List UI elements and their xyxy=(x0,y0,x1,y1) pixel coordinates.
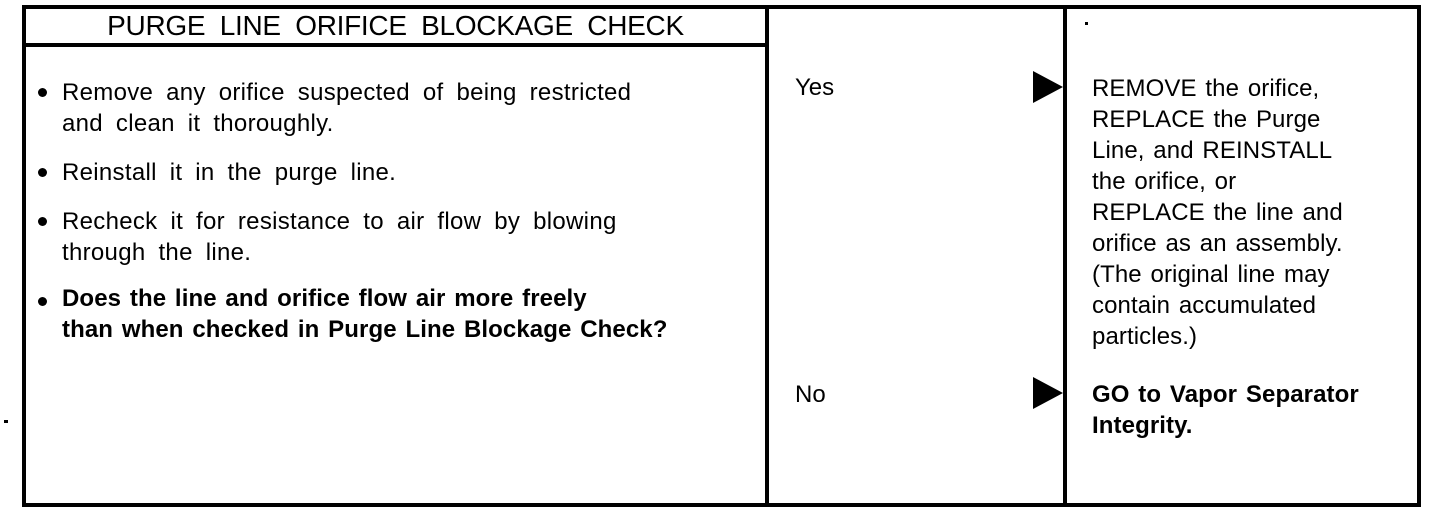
bullet-icon xyxy=(38,217,47,226)
step-text: Recheck it for resistance to air flow by… xyxy=(62,208,617,266)
page-title: PURGE LINE ORIFICE BLOCKAGE CHECK xyxy=(107,10,684,41)
bullet-icon xyxy=(38,168,47,177)
no-action-text: GO to Vapor Separator Integrity. xyxy=(1092,381,1359,439)
step-text: Reinstall it in the purge line. xyxy=(62,159,397,186)
table-title-cell: PURGE LINE ORIFICE BLOCKAGE CHECK xyxy=(26,9,765,47)
answer-yes-label: Yes xyxy=(795,74,835,101)
column-divider-right xyxy=(1063,5,1067,507)
step-question-text: Does the line and orifice flow air more … xyxy=(62,285,668,343)
diagnostic-table-frame xyxy=(22,5,1421,507)
yes-action-text: REMOVE the orifice, REPLACE the Purge Li… xyxy=(1092,75,1343,350)
step-item-question: Does the line and orifice flow air more … xyxy=(38,283,753,345)
column-divider-left xyxy=(765,5,769,507)
step-item: Recheck it for resistance to air flow by… xyxy=(38,206,753,268)
no-arrow-icon xyxy=(1033,377,1063,409)
scan-speck xyxy=(4,420,8,423)
step-text: Remove any orifice suspected of being re… xyxy=(62,79,632,137)
bullet-icon xyxy=(38,88,47,97)
bullet-icon xyxy=(38,297,47,306)
scan-speck xyxy=(1085,22,1088,25)
step-item: Remove any orifice suspected of being re… xyxy=(38,77,753,139)
step-item: Reinstall it in the purge line. xyxy=(38,157,753,188)
answer-no-label: No xyxy=(795,381,826,408)
yes-arrow-icon xyxy=(1033,71,1063,103)
